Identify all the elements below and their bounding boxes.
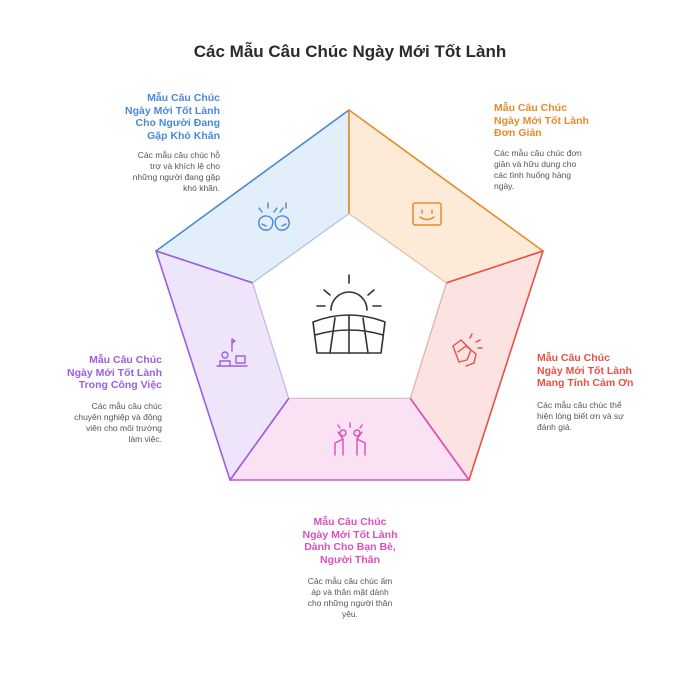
label-simple: Mẫu Câu Chúc Ngày Mới Tốt Lành Đơn Giản: [494, 102, 589, 139]
desc-gratitude: Các mẫu câu chúc thể hiện lòng biết ơn v…: [537, 400, 624, 432]
desc-support: Các mẫu câu chúc hỗ trợ và khích lệ cho …: [132, 150, 220, 193]
desc-work: Các mẫu câu chúc chuyên nghiệp và động v…: [74, 401, 162, 444]
desc-simple: Các mẫu câu chúc đơn giản và hữu dụng ch…: [494, 148, 582, 191]
people-celebrating-icon: [334, 422, 366, 456]
boxing-gloves-icon: [258, 202, 290, 231]
smiley-face-icon: [412, 202, 442, 226]
desc-friends-family: Các mẫu câu chúc ấm áp và thân mật dành …: [307, 576, 393, 619]
office-meeting-icon: [216, 338, 248, 367]
clapping-hands-icon: [452, 333, 483, 367]
label-work: Mẫu Câu Chúc Ngày Mới Tốt Lành Trong Côn…: [67, 354, 162, 391]
sunrise-road-icon: [312, 274, 386, 354]
center-pentagon: [252, 213, 447, 399]
label-support: Mẫu Câu Chúc Ngày Mới Tốt Lành Cho Người…: [125, 92, 220, 142]
label-friends-family: Mẫu Câu Chúc Ngày Mới Tốt Lành Dành Cho …: [302, 516, 398, 566]
page-title: Các Mẫu Câu Chúc Ngày Mới Tốt Lành: [193, 42, 507, 61]
label-gratitude: Mẫu Câu Chúc Ngày Mới Tốt Lành Mang Tính…: [537, 352, 634, 389]
